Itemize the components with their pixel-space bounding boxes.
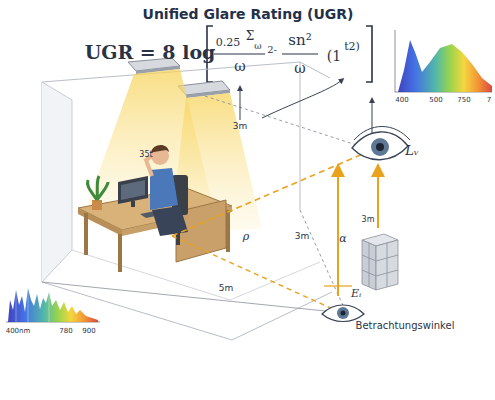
formula: UGR = 8 log: [85, 43, 216, 62]
axis-tick: 400: [395, 97, 408, 104]
dimension: 5m: [219, 284, 234, 293]
formula: sn²: [288, 33, 311, 48]
leader-line: [240, 88, 241, 120]
axis-label: Betrachtungswinkel: [356, 321, 455, 331]
angle-symbol: α: [339, 233, 346, 244]
axis-tick: 400nm: [6, 328, 31, 335]
formula: ω: [234, 59, 245, 73]
formula: 0.25: [216, 37, 241, 48]
fraction-line: [214, 53, 265, 54]
dimension: 3m: [362, 216, 375, 224]
axis-tick: 7: [487, 97, 491, 104]
arrow: [337, 170, 339, 296]
formula: ω: [294, 61, 305, 75]
dimension: 35t: [139, 151, 152, 159]
fraction-line: [282, 53, 318, 54]
axis-tick: 500: [429, 97, 442, 104]
formula: 2-: [267, 45, 277, 55]
angle-symbol: ρ: [243, 231, 249, 242]
person: [146, 145, 188, 245]
formula: t2): [344, 41, 360, 52]
bracket: [366, 26, 372, 82]
measurement-cube: [362, 234, 398, 290]
arrow: [324, 285, 352, 286]
arrow: [377, 170, 379, 228]
axis-tick: 750: [457, 97, 470, 104]
room: [42, 62, 332, 340]
spectrum-chart: [6, 288, 100, 322]
formula: (1: [327, 49, 341, 63]
leader-line: [262, 80, 342, 118]
dimension: 3m: [233, 122, 248, 131]
illuminance-symbol: Eᵢ: [351, 288, 361, 299]
spectrum-chart: [395, 30, 492, 92]
eye: [352, 127, 410, 160]
plant: [87, 176, 108, 210]
formula: Σ: [246, 30, 254, 42]
title: Unified Glare Rating (UGR): [143, 7, 354, 21]
axis-tick: 900: [82, 328, 95, 335]
sight-line: [42, 96, 372, 312]
luminance-symbol: Lᵥ: [405, 144, 418, 157]
formula: ω: [254, 42, 261, 51]
eye: [322, 305, 364, 322]
axis-tick: 780: [59, 328, 72, 335]
dimension: 3m: [295, 232, 310, 241]
